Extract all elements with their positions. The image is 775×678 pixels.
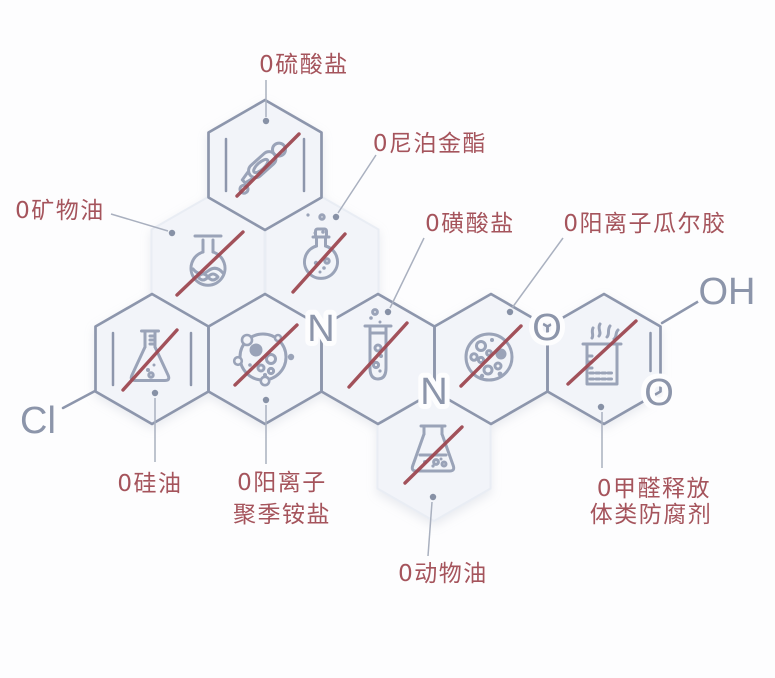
atom-letters: N N O O OH Cl bbox=[15, 266, 760, 447]
atom-o-ring: O bbox=[532, 307, 562, 349]
label-paraben: 0尼泊金酯 bbox=[373, 131, 487, 157]
atom-n1: N bbox=[307, 308, 334, 350]
pointer-dot-sulfonate bbox=[384, 308, 392, 316]
atom-oh: OH bbox=[699, 271, 756, 313]
double-bond-lines-top-ring bbox=[224, 137, 306, 193]
pointer-animal-oil bbox=[427, 501, 433, 557]
pointer-sulfonate bbox=[389, 237, 425, 309]
label-animal-oil: 0动物油 bbox=[398, 561, 488, 587]
pointer-dot-formaldehyde bbox=[597, 403, 605, 411]
bond-cl bbox=[61, 389, 97, 410]
strike-guar bbox=[459, 324, 523, 388]
pointer-guar bbox=[511, 237, 564, 309]
strike-lines bbox=[121, 132, 638, 485]
double-bond-lines-left-ring bbox=[111, 331, 193, 387]
bond-oh bbox=[660, 299, 701, 325]
pointer-dot-paraben bbox=[332, 213, 340, 221]
strike-polyquat bbox=[233, 323, 299, 387]
strike-sulfonate bbox=[347, 321, 409, 389]
label-sulfonate: 0磺酸盐 bbox=[425, 211, 515, 237]
dropper-icon bbox=[238, 141, 287, 195]
label-formaldehyde-line1: 0甲醛释放 bbox=[597, 476, 711, 502]
pointer-dot-mineral-oil bbox=[168, 229, 176, 237]
ball-flask-icon bbox=[303, 213, 339, 280]
atom-o-carbonyl: O bbox=[644, 372, 674, 414]
atom-n2: N bbox=[420, 371, 447, 413]
strike-animal-oil bbox=[403, 425, 464, 485]
pointer-lines bbox=[110, 80, 605, 557]
atom-cl: Cl bbox=[20, 400, 56, 442]
label-formaldehyde-line2: 体类防腐剂 bbox=[590, 502, 713, 528]
pointer-dot-sulfate bbox=[262, 117, 270, 125]
erlenmeyer-flask-icon bbox=[129, 329, 171, 382]
strike-mineral-oil bbox=[175, 230, 245, 297]
petri-dish-icon bbox=[464, 332, 514, 382]
label-sulfate: 0硫酸盐 bbox=[259, 52, 349, 78]
pointer-dot-polyquat bbox=[262, 396, 270, 404]
strike-paraben bbox=[291, 232, 347, 294]
label-polyquat-line2: 聚季铵盐 bbox=[233, 502, 331, 528]
round-flask-icon bbox=[189, 234, 227, 287]
pointer-dot-animal-oil bbox=[429, 493, 437, 501]
cell-molecule-icon bbox=[232, 332, 295, 387]
test-tube-icon bbox=[363, 308, 393, 381]
pointer-paraben bbox=[337, 154, 377, 214]
preservative-jar-icon bbox=[581, 322, 623, 386]
label-mineral-oil: 0矿物油 bbox=[15, 198, 105, 224]
pointer-dot-silicone-oil bbox=[151, 389, 159, 397]
labels: 0硫酸盐 0尼泊金酯 0矿物油 0磺酸盐 0阳离子瓜尔胶 0硅油 0阳离子 聚季… bbox=[15, 52, 726, 587]
strike-sulfate bbox=[235, 132, 301, 198]
label-polyquat-line1: 0阳离子 bbox=[237, 470, 327, 496]
label-cationic-guar: 0阳离子瓜尔胶 bbox=[563, 211, 726, 237]
pointer-dot-guar bbox=[506, 308, 514, 316]
strike-silicone-oil bbox=[121, 328, 179, 392]
label-silicone-oil: 0硅油 bbox=[117, 471, 182, 497]
molecule-skeleton bbox=[61, 98, 701, 426]
strike-formaldehyde bbox=[566, 319, 638, 386]
pointer-mineral-oil bbox=[110, 213, 169, 232]
